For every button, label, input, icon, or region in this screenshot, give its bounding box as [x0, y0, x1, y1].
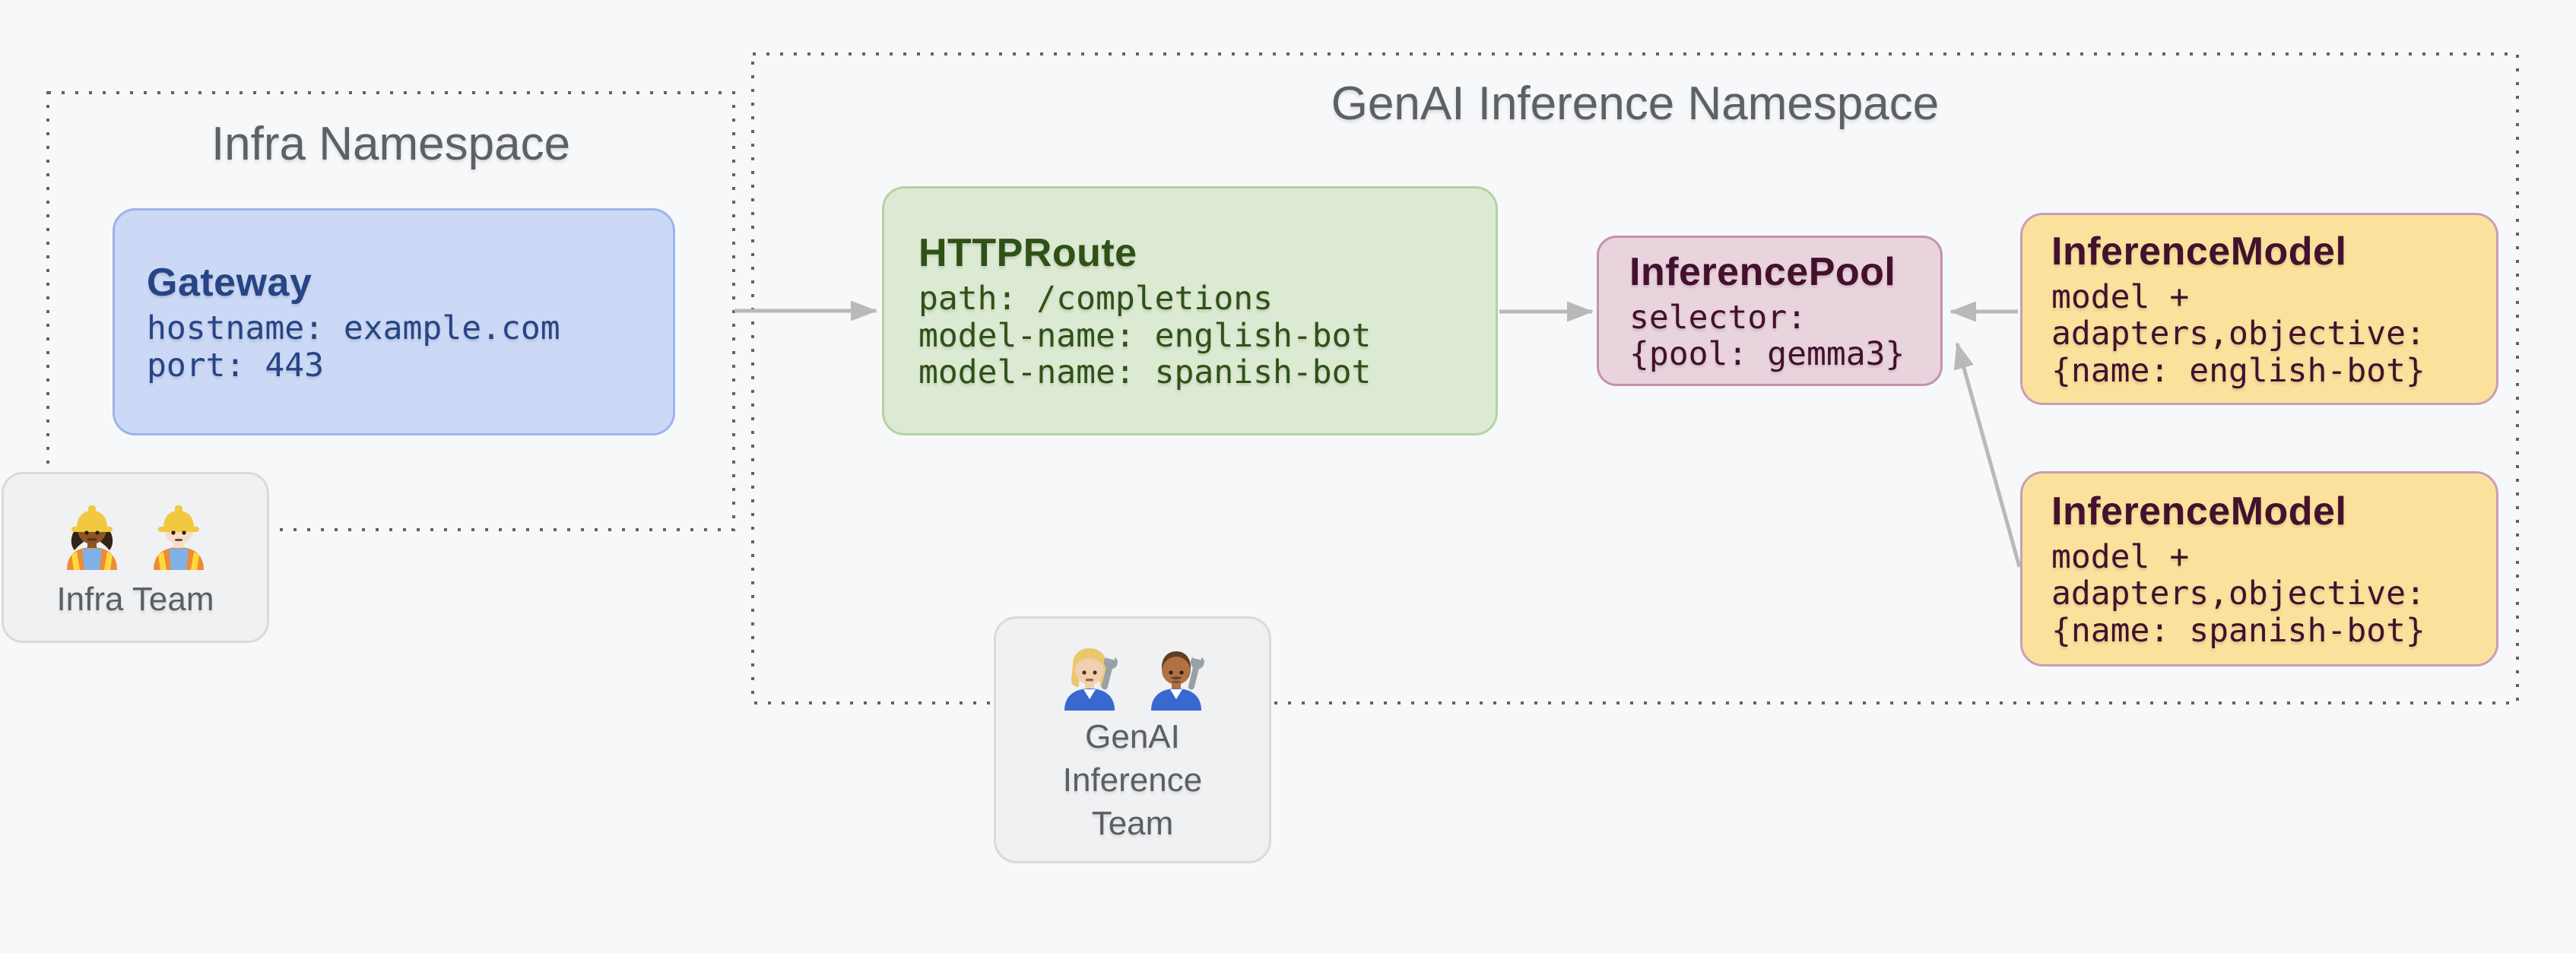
gateway-node: Gateway hostname: example.com port: 443: [113, 208, 675, 435]
genai-team-emoji-row: [1055, 635, 1211, 711]
inferencepool-title: InferencePool: [1629, 249, 1896, 294]
woman-construction-worker-emoji: [67, 505, 117, 570]
infra-namespace-border: [46, 91, 735, 531]
genai-namespace-border: [751, 52, 2519, 704]
inferencemodel-spanish-line-name: {name: spanish-bot}: [2051, 611, 2425, 650]
infra-team-card: Infra Team: [2, 472, 269, 643]
inferencemodel-english-line-adapters: adapters,objective:: [2051, 315, 2425, 353]
arrow-inferencemodel-spanish-to-inferencepool: [1953, 342, 2022, 568]
inferencemodel-spanish-line-adapters: adapters,objective:: [2051, 575, 2425, 613]
genai-team-label: GenAI Inference Team: [1062, 718, 1203, 842]
infra-team-emoji-row: [57, 494, 214, 570]
inferencemodel-spanish-node: InferenceModel model + adapters,objectiv…: [2020, 471, 2498, 666]
gateway-title: Gateway: [147, 261, 312, 305]
inferencepool-node: InferencePool selector: {pool: gemma3}: [1597, 236, 1943, 386]
infra-namespace-title: Infra Namespace: [211, 118, 571, 170]
genai-inference-team-card: GenAI Inference Team: [994, 616, 1271, 863]
inferencemodel-english-title: InferenceModel: [2051, 229, 2347, 274]
infra-team-label: Infra Team: [56, 581, 214, 618]
httproute-title: HTTPRoute: [918, 231, 1137, 276]
inferencemodel-english-line-name: {name: english-bot}: [2051, 351, 2425, 390]
inferencemodel-spanish-line-model: model +: [2051, 537, 2190, 576]
httproute-model-spanish: model-name: spanish-bot: [918, 353, 1372, 392]
man-construction-worker-emoji: [154, 505, 204, 570]
inferencepool-pool-value: {pool: gemma3}: [1629, 335, 1905, 373]
httproute-node: HTTPRoute path: /completions model-name:…: [882, 186, 1498, 435]
inferencemodel-english-line-model: model +: [2051, 277, 2190, 316]
inferencemodel-spanish-title: InferenceModel: [2051, 489, 2347, 533]
man-mechanic-emoji: [1150, 651, 1204, 711]
gateway-hostname: hostname: example.com: [147, 309, 560, 347]
woman-mechanic-emoji: [1064, 648, 1118, 711]
inferencemodel-english-node: InferenceModel model + adapters,objectiv…: [2020, 213, 2498, 405]
httproute-path: path: /completions: [918, 280, 1273, 318]
inferencepool-selector: selector:: [1629, 298, 1807, 337]
gateway-port: port: 443: [147, 346, 324, 385]
genai-namespace-title: GenAI Inference Namespace: [1331, 78, 1940, 130]
httproute-model-english: model-name: english-bot: [918, 316, 1372, 355]
